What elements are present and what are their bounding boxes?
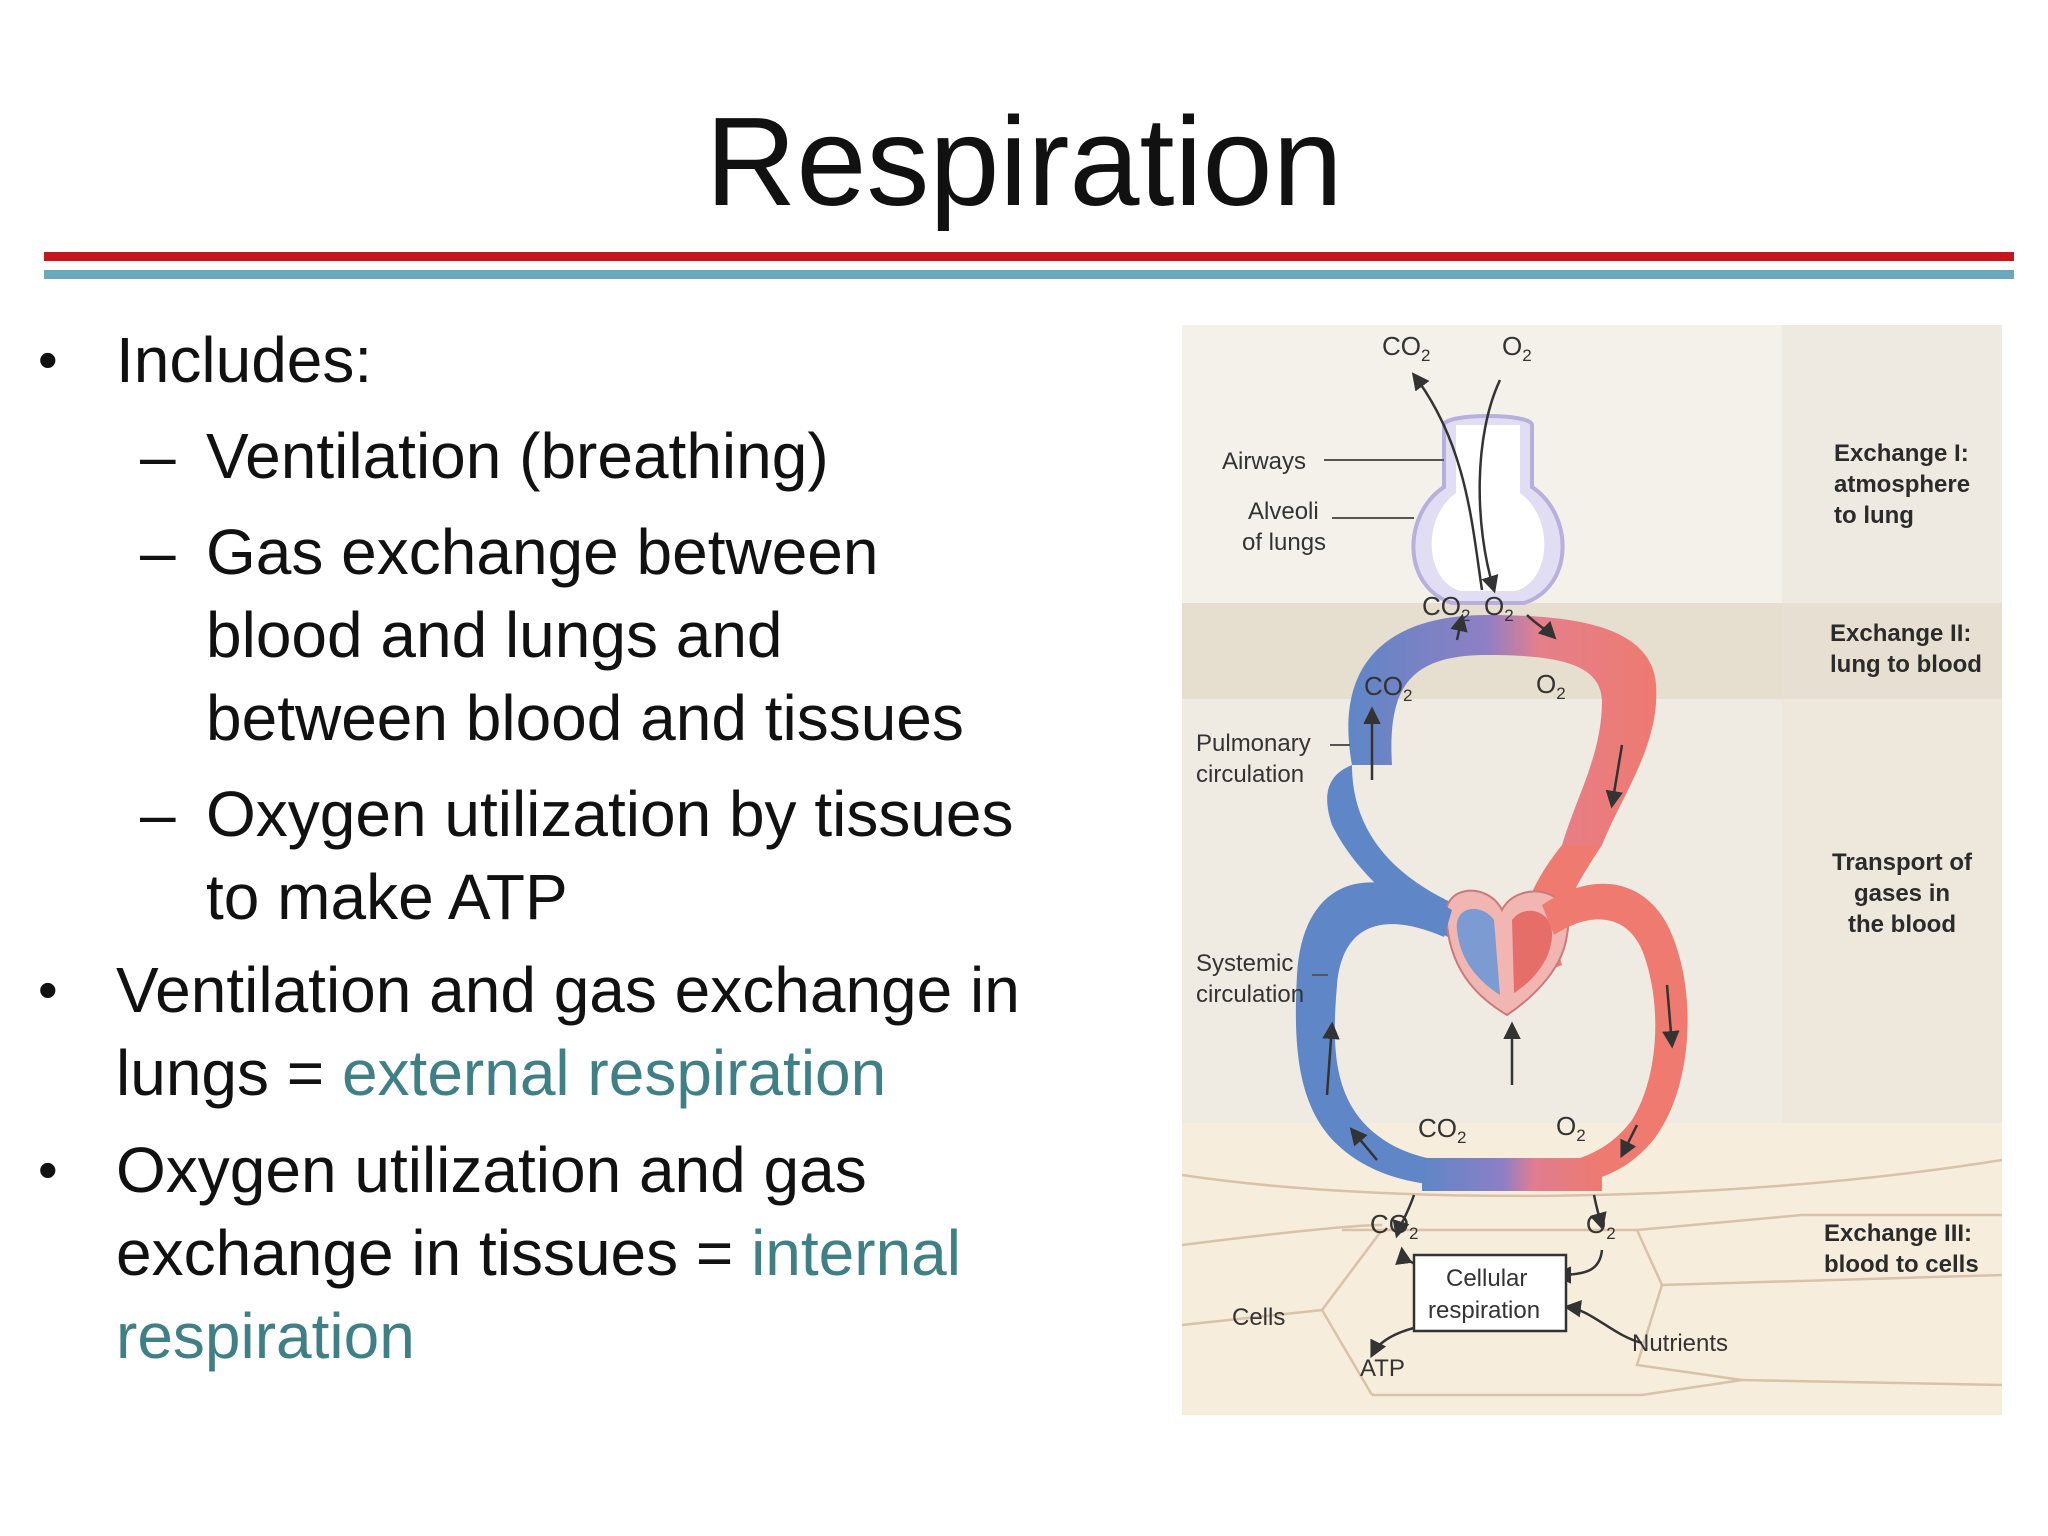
band-exchange-1 bbox=[1182, 325, 2002, 603]
respiration-diagram: CO2 O2 CO2 O2 CO2 O2 CO2 O2 CO2 O2 Airwa… bbox=[1182, 325, 2002, 1415]
cell-outlines bbox=[1182, 1158, 2002, 1397]
label-pulmonary-2: circulation bbox=[1196, 761, 1304, 788]
systemic-capillaries bbox=[1422, 1158, 1602, 1191]
label-alveoli-1: Alveoli bbox=[1248, 498, 1319, 525]
label-co2-alveoli: CO2 bbox=[1422, 591, 1470, 625]
term-external-respiration: external respiration bbox=[341, 1037, 887, 1109]
label-atp: ATP bbox=[1360, 1355, 1405, 1382]
term-respiration: respiration bbox=[116, 1300, 415, 1372]
band-label-column bbox=[1782, 325, 2002, 1123]
label-alveoli-2: of lungs bbox=[1242, 529, 1326, 556]
label-o2-alveoli: O2 bbox=[1484, 591, 1514, 625]
flow-arrows bbox=[1322, 706, 1680, 1161]
heart-right-side bbox=[1456, 908, 1500, 995]
label-co2-top: CO2 bbox=[1382, 331, 1430, 365]
dash-marker: – bbox=[140, 420, 176, 492]
label-o2-pulmonary: O2 bbox=[1536, 669, 1566, 703]
label-o2-top: O2 bbox=[1502, 331, 1532, 365]
systemic-vessel-right bbox=[1542, 883, 1688, 1187]
pulmonary-vessel-left bbox=[1327, 765, 1482, 950]
label-cellular-2: respiration bbox=[1428, 1297, 1540, 1324]
band-label-exchange1-3: to lung bbox=[1834, 502, 1914, 529]
cellular-respiration-box bbox=[1412, 1253, 1568, 1333]
label-co2-pulmonary: CO2 bbox=[1364, 671, 1412, 705]
slide-title: Respiration bbox=[705, 91, 1343, 232]
systemic-vessel-left bbox=[1295, 882, 1482, 1187]
label-cells: Cells bbox=[1232, 1304, 1285, 1331]
bullet-external-line1: Ventilation and gas exchange in bbox=[116, 954, 1020, 1026]
bullet-marker: • bbox=[38, 328, 58, 391]
bullet-marker: • bbox=[38, 958, 58, 1021]
label-co2-cells: CO2 bbox=[1370, 1209, 1418, 1243]
heart-left-side bbox=[1512, 910, 1553, 993]
dash-marker: – bbox=[140, 516, 176, 588]
bullet-marker: • bbox=[38, 1138, 58, 1201]
label-systemic-1: Systemic bbox=[1196, 950, 1293, 977]
sub-gas-exchange-line1: Gas exchange between bbox=[206, 516, 879, 588]
label-cellular-1: Cellular bbox=[1446, 1265, 1527, 1292]
bullet-external-line2: lungs = external respiration bbox=[116, 1033, 886, 1113]
bullet-internal-prefix: exchange in tissues = bbox=[116, 1217, 752, 1289]
label-airways: Airways bbox=[1222, 448, 1306, 475]
bullet-internal-line1: Oxygen utilization and gas bbox=[116, 1134, 867, 1206]
band-label-exchange3-2: blood to cells bbox=[1824, 1251, 1979, 1278]
band-label-exchange1-1: Exchange I: bbox=[1834, 440, 1969, 467]
sub-gas-exchange-line2: blood and lungs and bbox=[206, 599, 783, 671]
label-co2-systemic: CO2 bbox=[1418, 1113, 1466, 1147]
label-systemic-2: circulation bbox=[1196, 981, 1304, 1008]
dash-marker: – bbox=[140, 778, 176, 850]
label-o2-cells: O2 bbox=[1586, 1209, 1616, 1243]
bullet-includes: Includes: bbox=[116, 324, 373, 396]
pulmonary-vessel-top bbox=[1348, 615, 1657, 845]
label-nutrients: Nutrients bbox=[1632, 1330, 1728, 1357]
sub-ventilation: Ventilation (breathing) bbox=[206, 420, 829, 492]
label-leaders bbox=[1312, 459, 1444, 976]
term-internal: internal bbox=[751, 1217, 961, 1289]
band-label-exchange3-1: Exchange III: bbox=[1824, 1220, 1972, 1247]
sub-oxygen-utilization-line2: to make ATP bbox=[206, 861, 568, 933]
label-pulmonary-1: Pulmonary bbox=[1196, 730, 1311, 757]
sub-oxygen-utilization-line1: Oxygen utilization by tissues bbox=[206, 778, 1014, 850]
band-label-exchange1-2: atmosphere bbox=[1834, 471, 1970, 498]
sub-gas-exchange-line3: between blood and tissues bbox=[206, 682, 964, 754]
alveolar-arrows bbox=[1411, 372, 1557, 641]
title-rule-blue bbox=[44, 270, 2014, 279]
band-label-transport-2: gases in bbox=[1854, 880, 1950, 907]
title-rule-red bbox=[44, 252, 2014, 261]
bullet-internal-line2: exchange in tissues = internal bbox=[116, 1213, 961, 1293]
bullet-external-prefix: lungs = bbox=[116, 1037, 342, 1109]
band-label-transport-1: Transport of bbox=[1832, 849, 1973, 876]
label-o2-systemic: O2 bbox=[1556, 1111, 1586, 1145]
band-label-exchange2-1: Exchange II: bbox=[1830, 620, 1971, 647]
band-label-exchange2-2: lung to blood bbox=[1830, 651, 1982, 678]
band-label-transport-3: the blood bbox=[1848, 911, 1956, 938]
